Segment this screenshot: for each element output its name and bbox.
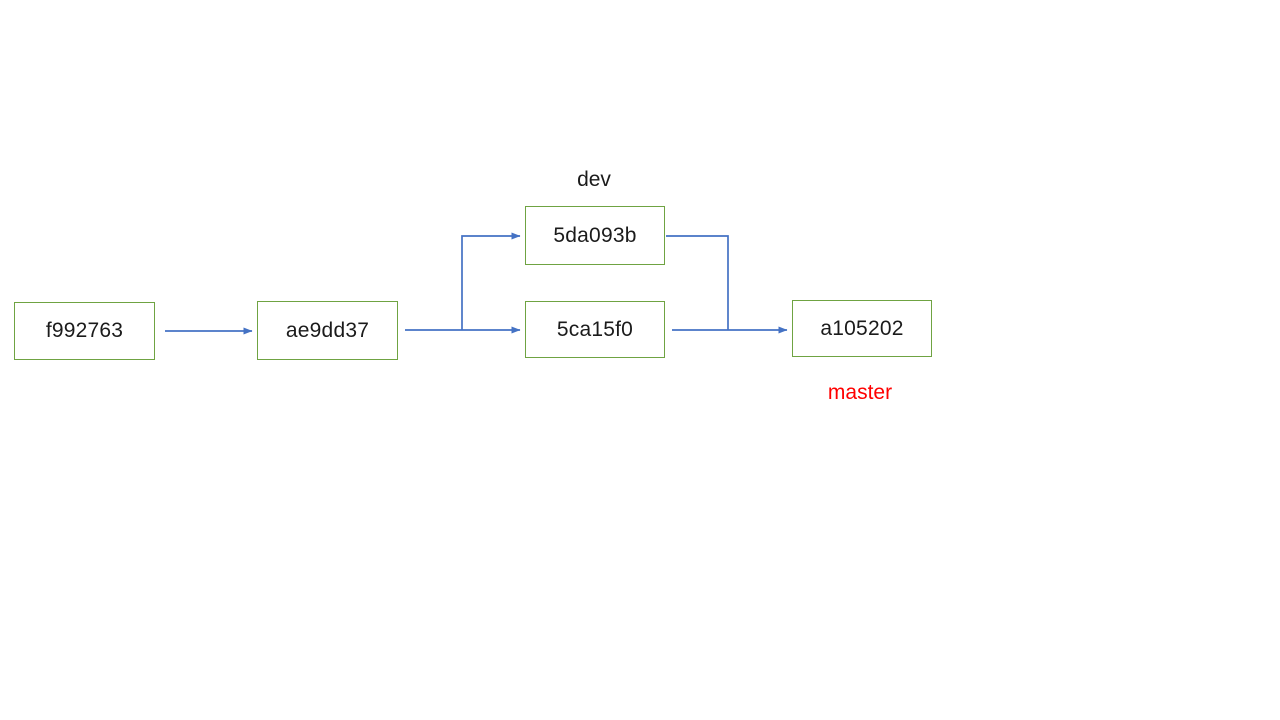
commit-node-f992763[interactable]: f992763 — [14, 302, 155, 360]
commit-node-a105202[interactable]: a105202 — [792, 300, 932, 357]
commit-node-ae9dd37[interactable]: ae9dd37 — [257, 301, 398, 360]
commit-node-5da093b[interactable]: 5da093b — [525, 206, 665, 265]
edge-5da093b-to-a105202 — [666, 235, 729, 330]
commit-hash-label: f992763 — [45, 319, 124, 342]
commit-hash-label: 5da093b — [553, 223, 637, 247]
branch-label-dev: dev — [577, 168, 611, 191]
commit-node-5ca15f0[interactable]: 5ca15f0 — [525, 301, 665, 358]
commit-hash-label: ae9dd37 — [285, 318, 370, 342]
commit-hash-label: a105202 — [820, 316, 904, 340]
commit-hash-label: 5ca15f0 — [556, 317, 634, 341]
edge-ae9dd37-to-5da093b — [461, 232, 521, 330]
branch-label-master: master — [827, 381, 893, 404]
